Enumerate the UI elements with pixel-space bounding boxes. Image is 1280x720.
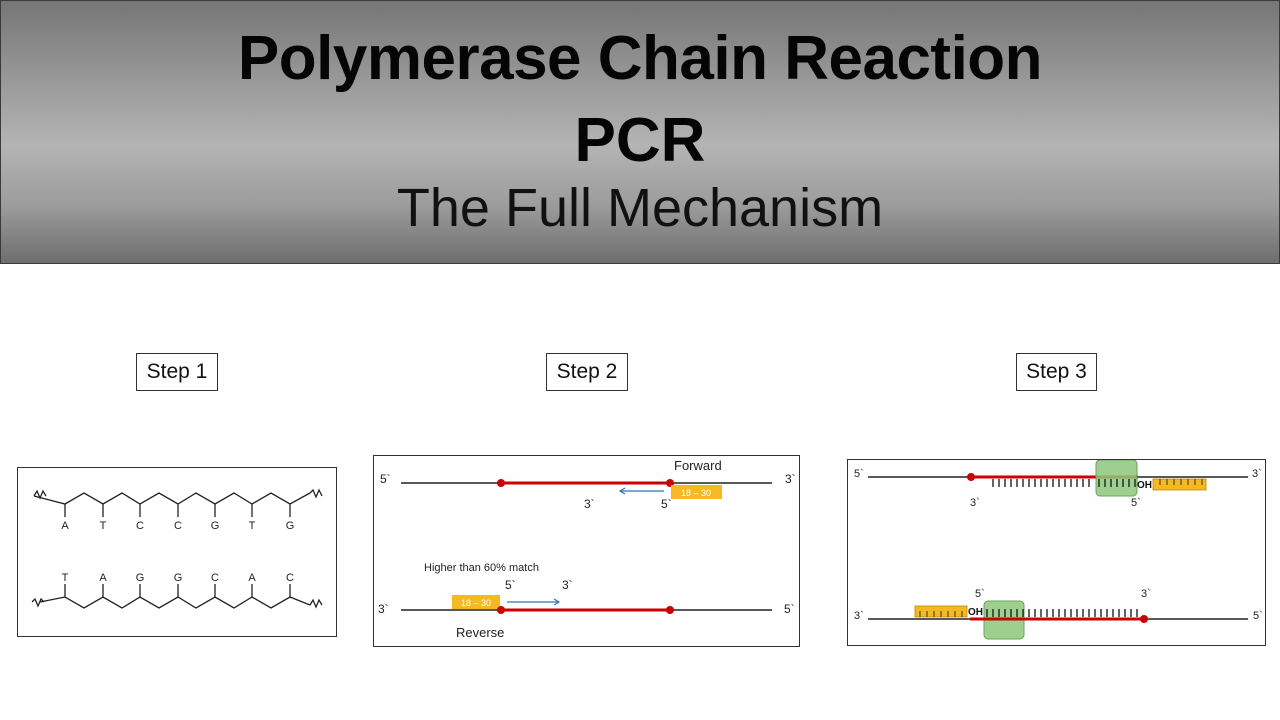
- top-new-strand-5-end: 5`: [1131, 497, 1141, 509]
- polymerase-top: [1095, 459, 1138, 497]
- top-left-end-label: 5`: [380, 472, 391, 486]
- bottom-strand-backbone: [39, 596, 311, 609]
- bottom-base-label: G: [174, 572, 183, 584]
- bottom-strand-end-squiggle: [309, 598, 323, 609]
- bottom-left-end-label: 3`: [378, 602, 389, 616]
- forward-arrow-head: [618, 487, 626, 495]
- reverse-primer-5-end: 5`: [505, 578, 516, 592]
- reverse-primer-length: 18 – 30: [461, 598, 491, 608]
- step-2-label: Step 2: [546, 353, 628, 391]
- top-left-end-label: 5`: [854, 468, 864, 480]
- forward-primer-5-end: 5`: [661, 497, 672, 511]
- top-target-start-dot: [497, 479, 505, 487]
- top-primer: [1152, 478, 1207, 491]
- bottom-right-end-label: 5`: [1253, 610, 1263, 622]
- top-base-label: A: [61, 520, 69, 532]
- bottom-oh-label: OH: [968, 607, 983, 618]
- page-title: Polymerase Chain Reaction: [237, 24, 1043, 93]
- bottom-strand-start-squiggle: [31, 597, 45, 608]
- dna-strands-diagram: A T C C G T G T A G G C A C: [31, 488, 323, 609]
- bottom-target-end-dot: [666, 606, 674, 614]
- step-3-label: Step 3: [1016, 353, 1097, 391]
- match-note: Higher than 60% match: [424, 562, 539, 574]
- step-2-annealing-panel: 5` 3` Forward 18 – 30 3` 5` Higher than …: [373, 455, 800, 647]
- top-strand-start-squiggle: [33, 489, 47, 500]
- reverse-label: Reverse: [456, 625, 504, 640]
- reverse-primer-3-end: 3`: [562, 578, 573, 592]
- bottom-target-start-dot: [497, 606, 505, 614]
- top-target-start-dot: [967, 473, 975, 481]
- bottom-base-label: C: [286, 572, 294, 584]
- top-base-label: T: [100, 520, 107, 532]
- bottom-base-label: A: [248, 572, 256, 584]
- title-banner: Polymerase Chain Reaction PCR The Full M…: [0, 0, 1280, 264]
- bottom-new-strand-5-end: 5`: [975, 588, 985, 600]
- top-base-label: C: [136, 520, 144, 532]
- top-base-label: G: [211, 520, 220, 532]
- bottom-target-end-dot: [1140, 615, 1148, 623]
- top-base-label: C: [174, 520, 182, 532]
- step-3-extension-panel: 5` 3` OH 3` 5` 5` 3` OH 3` 5`: [847, 459, 1266, 646]
- forward-primer: [671, 485, 722, 499]
- top-strand-end-squiggle: [309, 488, 323, 499]
- top-new-strand-3-end: 3`: [970, 497, 980, 509]
- bottom-left-end-label: 3`: [854, 610, 864, 622]
- forward-label: Forward: [674, 458, 722, 473]
- bottom-base-label: T: [62, 572, 69, 584]
- page-subtitle: The Full Mechanism: [396, 178, 884, 238]
- top-base-label: T: [249, 520, 256, 532]
- primer-annealing-diagram: 5` 3` Forward 18 – 30 3` 5` Higher than …: [378, 458, 796, 640]
- bottom-base-label: G: [136, 572, 145, 584]
- top-strand-backbone: [33, 492, 311, 505]
- bottom-new-strand-3-end: 3`: [1141, 588, 1151, 600]
- top-right-end-label: 3`: [1252, 468, 1262, 480]
- forward-primer-3-end: 3`: [584, 497, 595, 511]
- top-base-label: G: [286, 520, 295, 532]
- extension-diagram: 5` 3` OH 3` 5` 5` 3` OH 3` 5`: [854, 459, 1263, 640]
- reverse-primer: [452, 595, 500, 609]
- bottom-base-label: A: [99, 572, 107, 584]
- top-right-end-label: 3`: [785, 472, 796, 486]
- step-1-label: Step 1: [136, 353, 218, 391]
- reverse-arrow-head: [553, 598, 561, 606]
- forward-primer-length: 18 – 30: [681, 488, 711, 498]
- step-1-dna-panel: A T C C G T G T A G G C A C: [17, 467, 337, 637]
- bottom-base-label: C: [211, 572, 219, 584]
- bottom-right-end-label: 5`: [784, 602, 795, 616]
- page-title-abbrev: PCR: [574, 106, 706, 175]
- top-oh-label: OH: [1137, 480, 1152, 491]
